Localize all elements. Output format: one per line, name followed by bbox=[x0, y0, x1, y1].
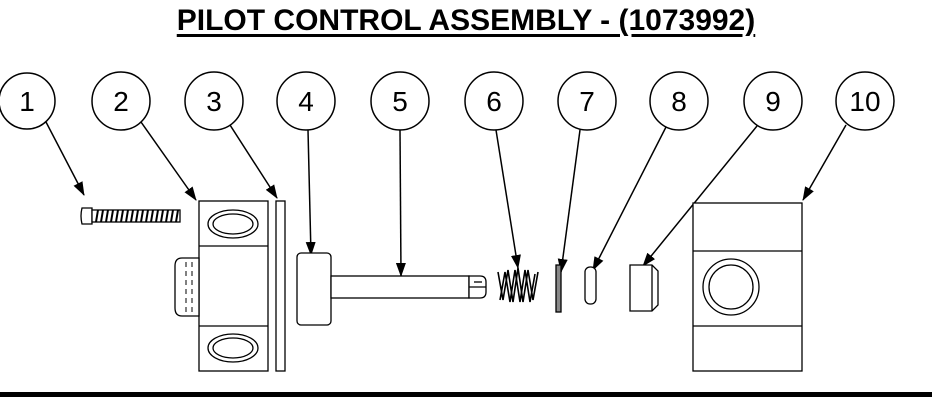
part-6-spring bbox=[497, 267, 539, 303]
balloon-6 bbox=[464, 71, 524, 131]
leader-line-9 bbox=[642, 125, 758, 267]
leader-line-8 bbox=[592, 126, 667, 271]
balloon-1 bbox=[0, 72, 56, 130]
balloon-8 bbox=[649, 71, 709, 131]
callout-number-1: 1 bbox=[19, 86, 35, 117]
balloon-7 bbox=[557, 71, 617, 131]
leader-line-1 bbox=[45, 121, 85, 196]
balloon-3 bbox=[184, 71, 244, 131]
leader-line-2 bbox=[140, 121, 197, 201]
leader-line-5 bbox=[395, 129, 406, 277]
callout-number-9: 9 bbox=[765, 86, 781, 117]
part-8-retaining-ring bbox=[584, 266, 597, 305]
balloon-10 bbox=[835, 71, 895, 131]
leader-line-6 bbox=[495, 129, 521, 269]
part-1-screw bbox=[80, 207, 181, 225]
part-5-stem bbox=[330, 275, 487, 299]
bottom-border-line bbox=[0, 392, 932, 397]
part-4-piston-head bbox=[296, 252, 332, 326]
callout-number-5: 5 bbox=[392, 86, 408, 117]
callout-number-6: 6 bbox=[486, 86, 502, 117]
part-7-pin bbox=[555, 264, 562, 313]
part-2-housing-block bbox=[174, 200, 269, 372]
balloon-9 bbox=[743, 71, 803, 131]
callout-number-8: 8 bbox=[671, 86, 687, 117]
page-title: PILOT CONTROL ASSEMBLY - (1073992) bbox=[176, 4, 756, 37]
balloon-2 bbox=[91, 71, 151, 131]
balloon-4 bbox=[276, 71, 336, 131]
leader-line-10 bbox=[802, 124, 847, 201]
leader-line-4 bbox=[305, 129, 316, 256]
part-10-body-block bbox=[692, 202, 803, 372]
callout-number-10: 10 bbox=[849, 86, 880, 117]
leader-line-3 bbox=[229, 124, 278, 199]
part-9-bushing bbox=[629, 264, 659, 312]
part-3-gasket-plate bbox=[275, 200, 286, 372]
leader-line-7 bbox=[557, 129, 581, 273]
callout-number-4: 4 bbox=[298, 86, 314, 117]
callout-number-2: 2 bbox=[113, 86, 129, 117]
callout-number-3: 3 bbox=[206, 86, 222, 117]
callout-number-7: 7 bbox=[579, 86, 595, 117]
